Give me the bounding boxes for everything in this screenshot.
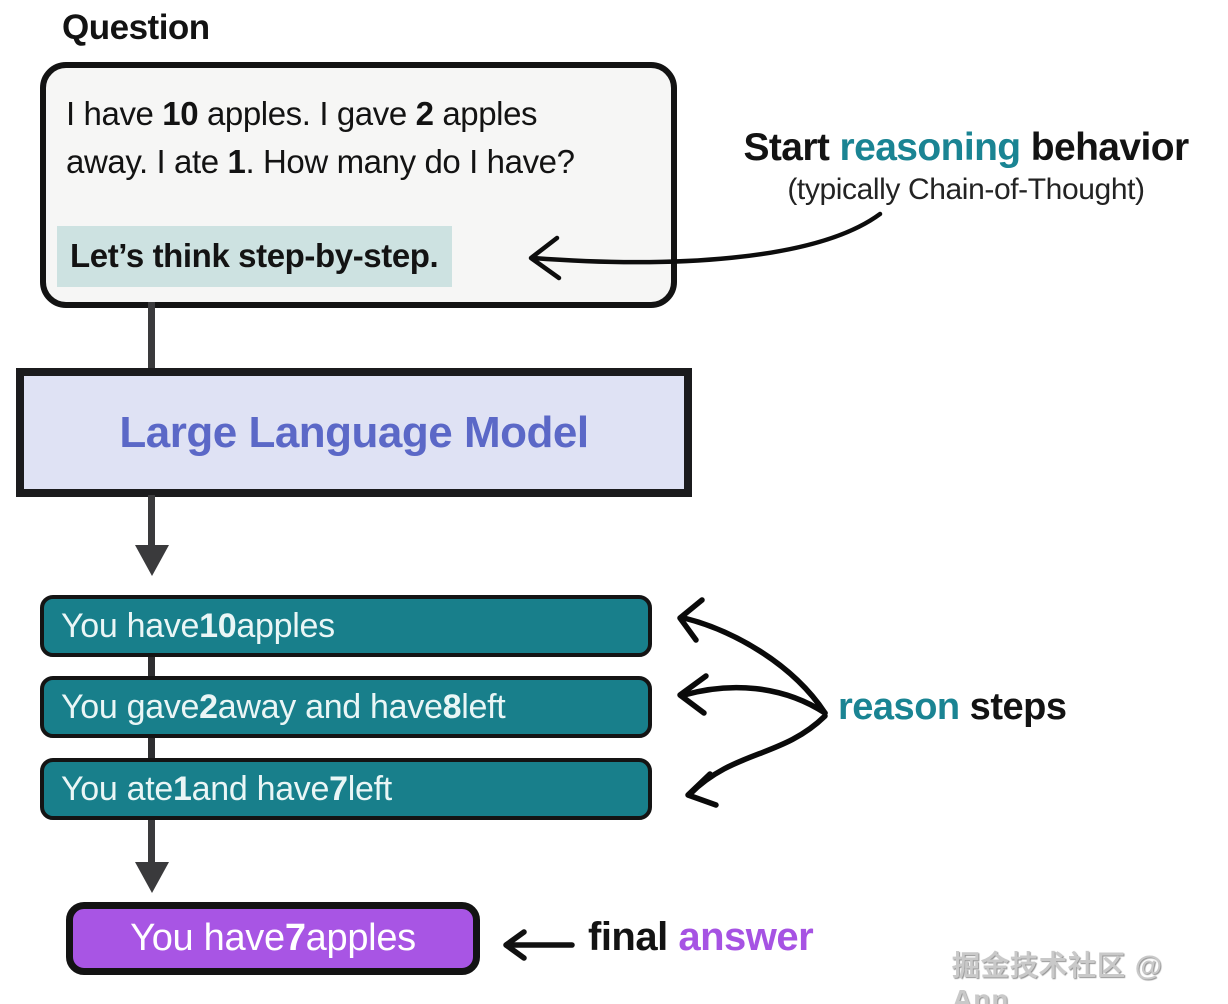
llm-label: Large Language Model	[119, 407, 589, 457]
final-answer-left-arrow-icon	[503, 929, 575, 961]
reasoning-annotation: Start reasoning behavior (typically Chai…	[712, 126, 1220, 207]
arrow-steps-to-final-shaft	[148, 818, 155, 864]
reason-steps-fan-arrows-icon	[677, 597, 828, 808]
question-heading: Question	[62, 8, 210, 47]
connector-step1-step2	[148, 653, 155, 679]
llm-box: Large Language Model	[16, 368, 692, 497]
reason-steps-label: reason steps	[838, 686, 1067, 728]
annotation-subtitle: (typically Chain-of-Thought)	[787, 173, 1145, 206]
annotation-title: Start reasoning behavior	[743, 126, 1189, 169]
connector-step2-step3	[148, 735, 155, 761]
cot-trigger-highlight: Let’s think step-by-step.	[57, 226, 453, 287]
arrow-llm-to-steps-head-icon	[135, 545, 169, 576]
arrow-steps-to-final-head-icon	[135, 862, 169, 893]
connector-question-to-llm	[148, 302, 155, 370]
reason-step-3: You ate 1 and have 7 left	[40, 758, 652, 820]
final-answer-label: final answer	[588, 915, 814, 959]
annotation-curved-arrow-icon	[528, 211, 883, 281]
reason-step-1: You have 10 apples	[40, 595, 652, 657]
reason-step-2: You gave 2 away and have 8 left	[40, 676, 652, 738]
final-answer-box: You have 7 apples	[66, 902, 480, 975]
watermark: 掘金技术社区 @ Ann_	[952, 950, 1164, 1004]
arrow-llm-to-steps-shaft	[148, 495, 155, 547]
